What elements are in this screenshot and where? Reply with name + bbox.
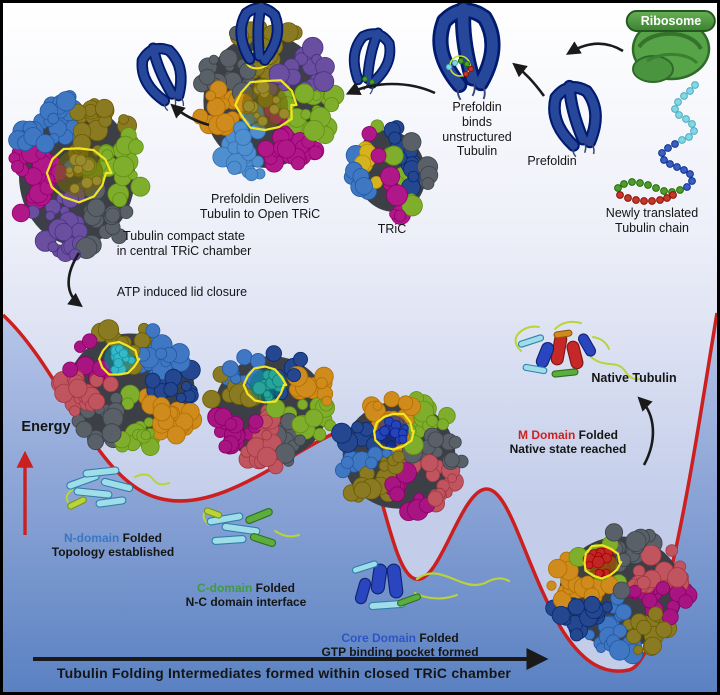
label-n-domain: N-domain Folded Topology established bbox=[51, 531, 175, 560]
arrow-prefoldin-release bbox=[170, 103, 210, 127]
closed-tric-intermediate-4 bbox=[545, 523, 698, 665]
arrow-prefoldin-to-complex bbox=[512, 62, 546, 97]
label-prefoldin-delivers: Prefoldin Delivers Tubulin to Open TRiC bbox=[199, 192, 321, 221]
closed-tric-intermediate-1 bbox=[51, 319, 203, 457]
open-tric-with-tubulin bbox=[8, 90, 151, 263]
arrow-atp-lid-closure bbox=[67, 252, 83, 308]
label-c-domain: C-domain Folded N-C domain interface bbox=[185, 581, 307, 610]
closed-tric-intermediate-3 bbox=[331, 391, 469, 521]
prefoldin-tric-delivery-complex bbox=[192, 3, 345, 182]
nascent-tubulin-chain bbox=[614, 81, 699, 205]
arrow-to-native bbox=[637, 396, 655, 466]
closed-tric-intermediate-2 bbox=[202, 345, 337, 475]
label-energy-axis: Energy bbox=[21, 419, 71, 435]
label-core-domain: Core Domain Folded GTP binding pocket fo… bbox=[321, 631, 479, 660]
ribosome-label: Ribosome bbox=[625, 10, 717, 32]
prefoldin-structure bbox=[548, 79, 602, 158]
label-atp-closure: ATP induced lid closure bbox=[116, 285, 248, 299]
native-tubulin-structure bbox=[514, 320, 642, 381]
label-folding-axis: Tubulin Folding Intermediates formed wit… bbox=[56, 665, 512, 681]
tric-structure bbox=[343, 119, 439, 225]
label-prefoldin-binds: Prefoldin binds unstructured Tubulin bbox=[442, 100, 512, 159]
label-newly-translated: Newly translated Tubulin chain bbox=[605, 206, 699, 235]
prefoldin-departing-structure bbox=[136, 42, 187, 112]
energy-landscape-fill bbox=[3, 313, 717, 692]
energy-landscape-curve bbox=[3, 312, 717, 673]
label-tubulin-compact: Tubulin compact state in central TRiC ch… bbox=[116, 229, 252, 258]
prefoldin-carrying-structure bbox=[348, 27, 396, 95]
label-m-domain: M Domain Folded Native state reached bbox=[509, 428, 627, 457]
prefoldin-bound-tubulin-structure bbox=[432, 3, 501, 101]
ribosome-structure bbox=[631, 17, 711, 83]
c-domain-structure bbox=[202, 507, 300, 547]
core-domain-structure bbox=[351, 560, 511, 611]
arrow-ribosome-to-prefoldin bbox=[565, 41, 624, 55]
n-domain-structure bbox=[65, 466, 170, 510]
label-tric: TRiC bbox=[377, 222, 407, 236]
label-prefoldin: Prefoldin bbox=[527, 154, 577, 168]
label-native-tubulin: Native Tubulin bbox=[591, 371, 677, 385]
flow-arrows bbox=[16, 41, 655, 670]
arrow-complex-to-tric bbox=[345, 82, 436, 96]
figure-art bbox=[3, 3, 717, 692]
